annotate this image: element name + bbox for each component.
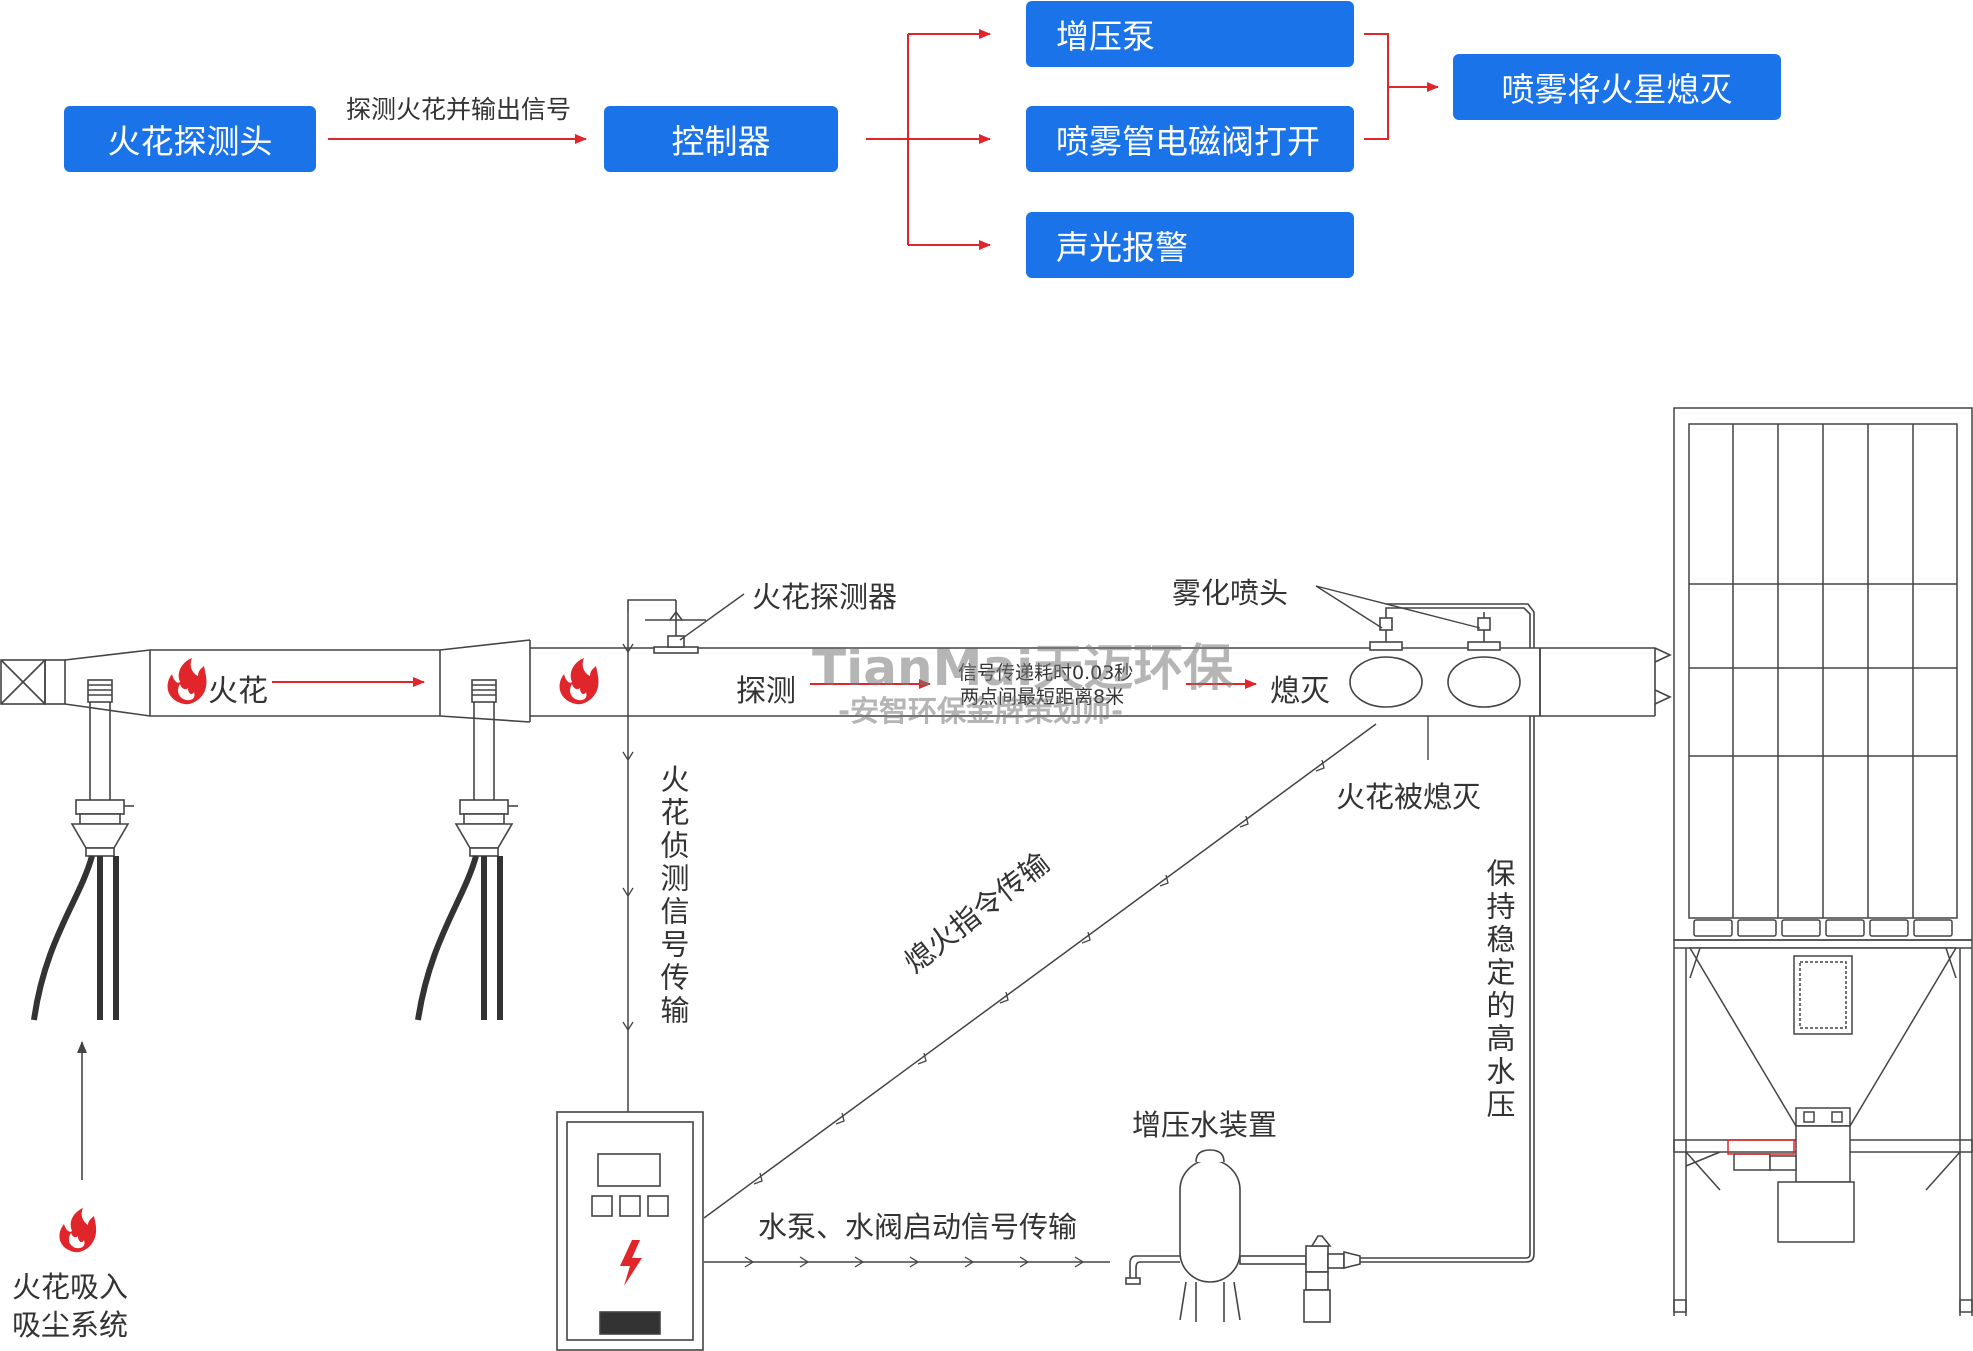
flow-connectors xyxy=(328,29,1439,250)
valve-open-label: 喷雾管电磁阀打开 xyxy=(1056,122,1320,161)
detection-signal-label: 火花侦测信号传输 xyxy=(656,764,690,1028)
spark-detector-label: 火花探测器 xyxy=(752,580,898,614)
spark-in-duct-label: 火花 xyxy=(208,674,268,709)
alarm-box: 声光报警 xyxy=(1026,212,1354,278)
flame-icon-duct-1 xyxy=(167,658,207,705)
booster-water-device xyxy=(1125,1149,1361,1323)
valve-open-box: 喷雾管电磁阀打开 xyxy=(1026,106,1354,172)
spark-intake-label-1: 火花吸入 xyxy=(12,1270,129,1304)
signal-time-label: 信号传递耗时0.03秒 xyxy=(958,662,1134,684)
branch-hose-2 xyxy=(454,679,518,857)
atomizing-nozzles xyxy=(1349,603,1535,1263)
branch-hose-2-cables xyxy=(415,855,503,1021)
booster-pump-box: 增压泵 xyxy=(1026,1,1354,67)
dust-collector xyxy=(1673,407,1973,1316)
spark-detector-head-label: 火花探测头 xyxy=(107,122,273,161)
nozzle-callout-line-1 xyxy=(1315,585,1383,629)
detect-output-signal-label: 探测火花并输出信号 xyxy=(346,95,572,124)
flame-icon-intake xyxy=(59,1208,97,1253)
keep-pressure-label: 保持稳定的高水压 xyxy=(1482,858,1516,1122)
watermark-subtitle: -安智环保金牌策划师- xyxy=(838,694,1124,728)
extinguish-command-chevrons xyxy=(753,759,1325,1185)
result-label: 喷雾将火星熄灭 xyxy=(1501,70,1733,109)
pump-valve-signal-label: 水泵、水阀启动信号传输 xyxy=(758,1210,1078,1244)
controller-cabinet xyxy=(556,1111,704,1351)
spark-extinguished-label: 火花被熄灭 xyxy=(1336,780,1482,814)
extinguish-command-line xyxy=(703,723,1377,1219)
result-box: 喷雾将火星熄灭 xyxy=(1453,54,1781,120)
booster-device-label: 增压水装置 xyxy=(1132,1108,1278,1142)
pump-signal-chevrons xyxy=(744,1256,1085,1268)
controller-box: 控制器 xyxy=(604,106,838,172)
spark-detector-head-box: 火花探测头 xyxy=(64,106,316,172)
nozzle-callout-line-2 xyxy=(1315,585,1481,629)
spark-detector-device xyxy=(627,599,706,654)
flame-icon-duct-2 xyxy=(559,658,599,705)
alarm-label: 声光报警 xyxy=(1056,228,1188,267)
detect-label: 探测 xyxy=(736,674,796,709)
extinguish-label: 熄灭 xyxy=(1270,674,1330,709)
controller-label: 控制器 xyxy=(671,122,771,161)
detection-signal-chevrons xyxy=(622,643,634,1032)
detector-callout-line xyxy=(679,593,745,641)
watermark-brand: TianMai天迈环保 xyxy=(812,639,1234,697)
lightning-icon xyxy=(620,1240,642,1286)
spark-intake-label-2: 吸尘系统 xyxy=(12,1308,129,1342)
atomizing-nozzle-label: 雾化喷头 xyxy=(1172,576,1289,610)
collector-inlet-highlight xyxy=(1727,1139,1795,1155)
min-distance-label: 两点间最短距离8米 xyxy=(960,686,1125,708)
booster-pump-label: 增压泵 xyxy=(1056,17,1155,56)
branch-hose-1-cables xyxy=(31,855,119,1021)
branch-hose-1 xyxy=(70,679,134,857)
